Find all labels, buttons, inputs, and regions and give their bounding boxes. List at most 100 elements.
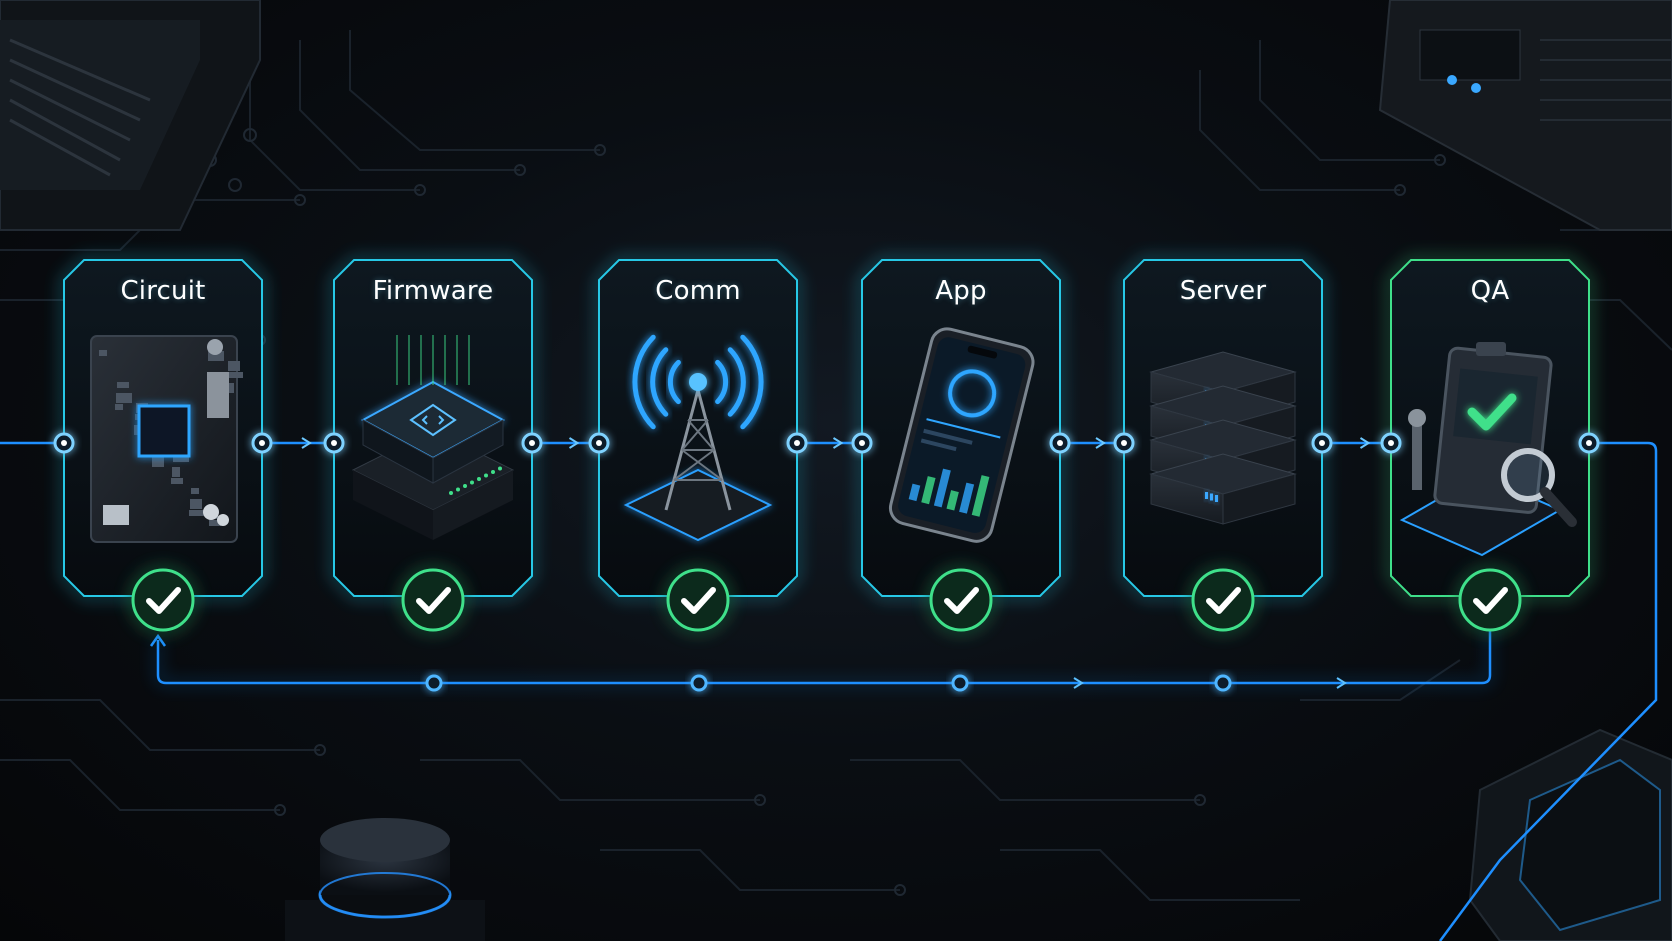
card-frame [598,259,798,597]
server-led [1210,493,1213,501]
chart-bar [921,476,936,505]
code-brackets [421,415,445,425]
button [217,514,229,526]
flow-node-core [1586,440,1592,446]
status-led [456,487,460,492]
smd-part [190,499,202,509]
flow-arrow-icon [568,437,580,449]
feedback-loop-line [156,620,1492,685]
stage-card-firmware [323,257,543,633]
processor-chip-icon [351,335,515,540]
chip-side [432,419,504,484]
check-ring [929,568,993,632]
check-ring [131,568,195,632]
smd-part [173,456,189,462]
smd-part [99,350,107,356]
stage-card-comm [588,257,808,633]
status-led [463,484,467,488]
smd-part [208,351,224,361]
signal-wave [667,359,681,405]
smd-part [228,361,240,371]
flow-node-core [596,440,602,446]
check-mark [681,587,716,614]
flow-node-core [794,440,800,446]
check-ring [401,568,465,632]
server-led [1215,495,1218,502]
chart-bar [908,483,921,502]
smd-part [209,520,221,526]
stage-card-qa [1380,257,1600,633]
smd-part [116,393,132,403]
chip-base-side [433,470,513,540]
screen-text [920,438,957,452]
smd-part [117,382,129,388]
flow-arrows [301,437,1371,449]
probe-head [1408,409,1426,427]
probe-stand [1412,420,1422,490]
button [203,504,219,520]
check-mark [146,587,181,614]
usb-port [103,505,129,525]
chart-bar [971,475,990,517]
server-side [1222,473,1296,525]
capacitor [207,339,223,355]
signal-wave [740,334,764,430]
loop-node [425,674,443,692]
flow-node-core [1121,440,1127,446]
status-led [477,477,481,481]
stage-title-server: Server [1179,276,1267,306]
chip-base-side [353,470,433,540]
signal-wave [727,347,746,417]
stage-title-app: App [935,276,987,306]
flow-arrow-icon [301,437,312,449]
magnifier-handle [1540,487,1577,527]
stage-title-comm: Comm [655,276,741,306]
stage-card-circuit [53,257,273,633]
circuit-traces [0,30,1672,901]
check-ring [1191,568,1255,632]
smd-part [171,478,183,484]
flow-node-core [259,440,265,446]
chart-bar [933,468,951,508]
loop-node [690,674,708,692]
stage-card-app [851,257,1071,633]
stage-title-qa: QA [1470,276,1510,306]
feedback-loop [149,620,1492,692]
flow-node-core [1057,440,1063,446]
status-led [449,491,453,495]
check-mark [1467,393,1517,431]
circuit-board-icon [90,335,243,543]
smd-part [191,488,199,494]
status-led [491,470,495,474]
flow-node-core [1319,440,1325,446]
flow-arrow-icon [1095,437,1106,449]
server-led [1205,492,1208,499]
clipboard-magnifier-icon [1399,342,1577,557]
loop-arrow-icon [1073,677,1084,689]
status-check-icon [1190,567,1256,633]
smd-part [227,372,243,378]
signal-wave [650,347,669,417]
flow-arrow-icon [1359,437,1371,449]
feedback-loop-glow [156,620,1492,685]
stage-card-server [1113,257,1333,633]
flow-node-core [61,440,67,446]
status-led [470,480,474,485]
smd-part [115,404,123,410]
feedback-arrow-icon [149,633,167,647]
mcu-chip [137,404,191,458]
check-mark [1473,587,1508,614]
smd-part [226,383,234,393]
status-check-icon [665,567,731,633]
code-icon [409,403,457,437]
flow-node-core [859,440,865,446]
check-ring [666,568,730,632]
status-check-icon [400,567,466,633]
status-led [498,466,502,471]
notch [967,345,998,359]
flow-node-core [529,440,535,446]
tower-struts [673,419,723,481]
